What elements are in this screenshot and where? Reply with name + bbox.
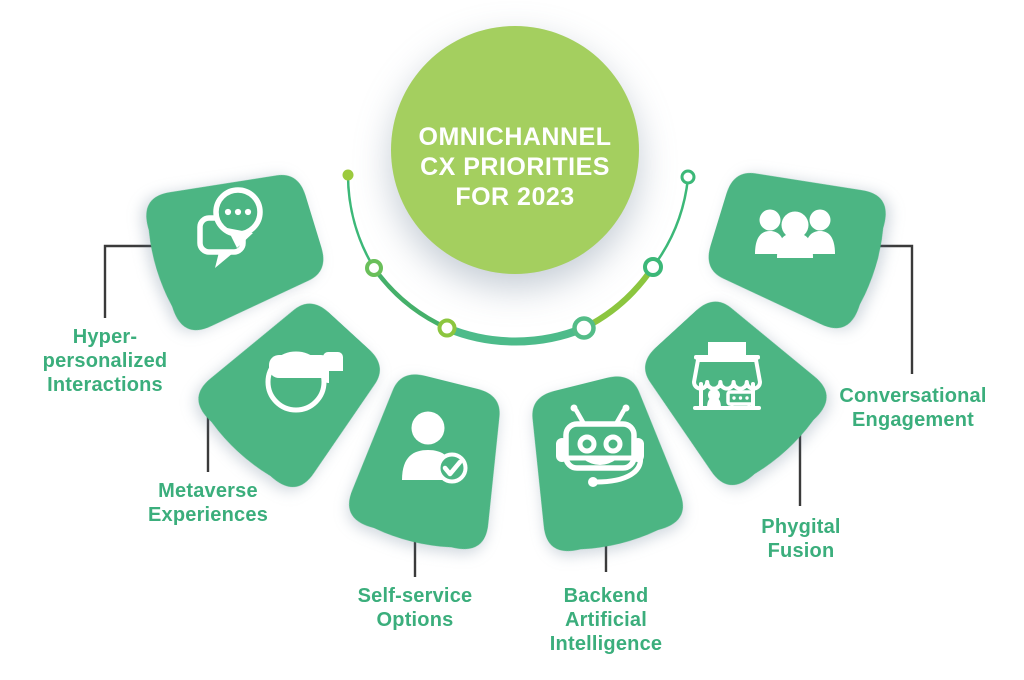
label-hyper-personalized-interactions: Hyper- personalized Interactions xyxy=(42,326,168,396)
label-metaverse-experiences: Metaverse Experiences xyxy=(147,480,269,526)
label-self-service-options: Self-service Options xyxy=(357,585,473,631)
label-backend-artificial-intelligence: Backend Artificial Intelligence xyxy=(549,585,663,655)
arc-start-dot xyxy=(342,169,354,181)
arc-node xyxy=(643,257,663,277)
arc-node xyxy=(365,259,383,277)
center-circle xyxy=(391,26,639,274)
center-circle-title: OMNICHANNEL CX PRIORITIES FOR 2023 xyxy=(418,123,612,211)
people-group-icon xyxy=(755,209,835,258)
label-phygital-fusion: Phygital Fusion xyxy=(761,516,841,562)
arc-node xyxy=(572,316,596,340)
chatbot-icon xyxy=(556,404,644,487)
fan-arc xyxy=(342,169,696,346)
arc-node xyxy=(437,318,457,338)
label-conversational-engagement: Conversational Engagement xyxy=(839,385,987,431)
user-check-icon xyxy=(402,411,468,484)
vr-headset-icon xyxy=(265,351,344,413)
arc-end-ring xyxy=(680,169,696,185)
storefront-icon xyxy=(692,342,762,410)
chat-bubbles-icon xyxy=(197,187,263,268)
